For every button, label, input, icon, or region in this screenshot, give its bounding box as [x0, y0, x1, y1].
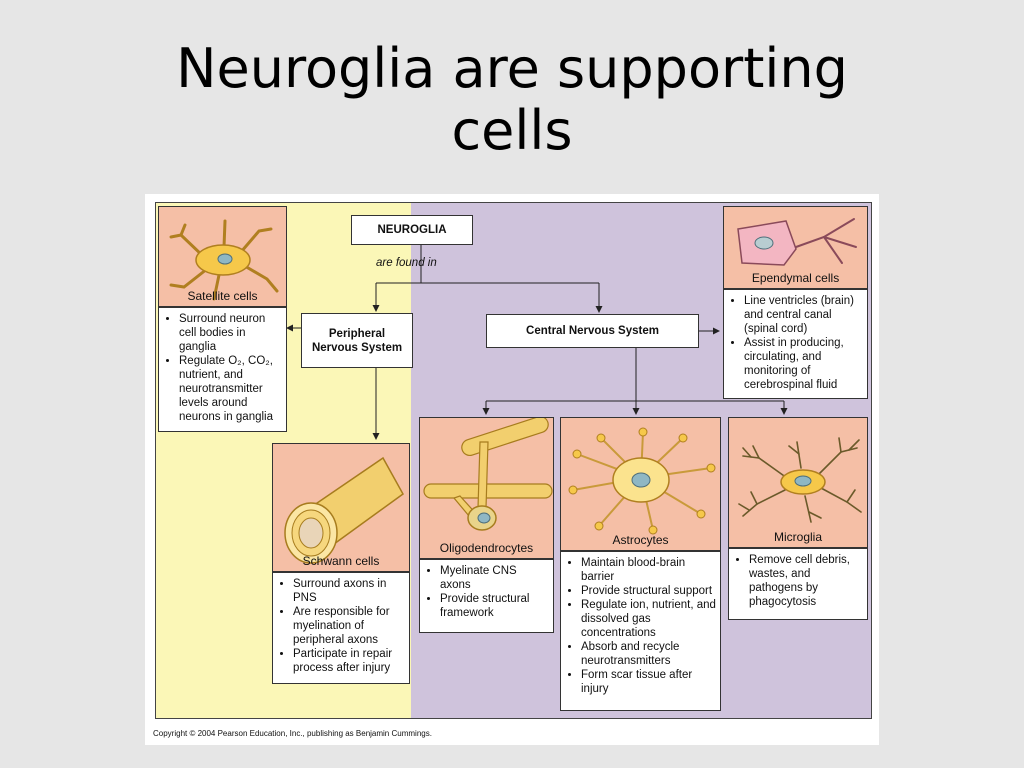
schwann-cells-name: Schwann cells [302, 554, 380, 568]
oligodendrocytes-facts: Myelinate CNS axons Provide structural f… [419, 559, 554, 633]
ependymal-fact-1: Line ventricles (brain) and central cana… [744, 294, 863, 336]
microglia-image: Microglia [728, 417, 868, 548]
title-line-1: Neuroglia are supporting [176, 37, 848, 100]
microglia-name: Microglia [773, 530, 822, 544]
schwann-fact-3: Participate in repair process after inju… [293, 647, 405, 675]
schwann-cell-illustration [284, 456, 404, 564]
astrocytes-image: Astrocytes [560, 417, 721, 551]
oligodendrocytes-fact-2: Provide structural framework [440, 592, 549, 620]
ependymal-cell-illustration [737, 218, 857, 266]
microglia-facts: Remove cell debris, wastes, and pathogen… [728, 548, 868, 620]
found-in-label: are found in [376, 257, 437, 269]
ependymal-cells-facts: Line ventricles (brain) and central cana… [723, 289, 868, 399]
oligodendrocytes-fact-1: Myelinate CNS axons [440, 564, 549, 592]
ependymal-cells-image: Ependymal cells [723, 206, 868, 289]
oligodendrocytes-name: Oligodendrocytes [439, 541, 534, 555]
pns-box: Peripheral Nervous System [301, 313, 413, 368]
ependymal-cells-name: Ependymal cells [751, 271, 840, 285]
astrocytes-fact-3: Regulate ion, nutrient, and dissolved ga… [581, 598, 716, 640]
microglia-illustration [738, 437, 862, 523]
astrocytes-facts: Maintain blood-brain barrier Provide str… [560, 551, 721, 711]
satellite-cells-image: Satellite cells [158, 206, 287, 307]
schwann-fact-2: Are responsible for myelination of perip… [293, 605, 405, 647]
astrocytes-fact-2: Provide structural support [581, 584, 716, 598]
copyright-text: Copyright © 2004 Pearson Education, Inc.… [153, 729, 432, 738]
neuroglia-box: NEUROGLIA [351, 215, 473, 245]
satellite-cell-illustration [169, 219, 279, 301]
diagram-panel: NEUROGLIA are found in Peripheral Nervou… [155, 202, 872, 719]
astrocytes-fact-5: Form scar tissue after injury [581, 668, 716, 696]
satellite-cells-name: Satellite cells [187, 289, 258, 303]
astrocytes-fact-4: Absorb and recycle neurotransmitters [581, 640, 716, 668]
satellite-fact-2: Regulate O₂, CO₂, nutrient, and neurotra… [179, 354, 282, 424]
cns-label: Central Nervous System [526, 325, 659, 337]
neuroglia-label: NEUROGLIA [377, 224, 447, 236]
pns-label-line2: Nervous System [311, 341, 403, 354]
neuroglia-diagram: NEUROGLIA are found in Peripheral Nervou… [145, 194, 879, 745]
satellite-cells-facts: Surround neuron cell bodies in ganglia R… [158, 307, 287, 432]
oligodendrocyte-illustration [423, 418, 553, 531]
schwann-fact-1: Surround axons in PNS [293, 577, 405, 605]
astrocytes-name: Astrocytes [612, 533, 669, 547]
astrocyte-illustration [568, 427, 716, 535]
microglia-fact-1: Remove cell debris, wastes, and pathogen… [749, 553, 863, 609]
cns-box: Central Nervous System [486, 314, 699, 348]
title-line-2: cells [451, 99, 573, 162]
schwann-cells-image: Schwann cells [272, 443, 410, 572]
satellite-fact-1: Surround neuron cell bodies in ganglia [179, 312, 282, 354]
ependymal-fact-2: Assist in producing, circulating, and mo… [744, 336, 863, 392]
schwann-cells-facts: Surround axons in PNS Are responsible fo… [272, 572, 410, 684]
slide-title: Neuroglia are supporting cells [0, 38, 1024, 162]
astrocytes-fact-1: Maintain blood-brain barrier [581, 556, 716, 584]
oligodendrocytes-image: Oligodendrocytes [419, 417, 554, 559]
pns-label-line1: Peripheral [328, 327, 386, 340]
